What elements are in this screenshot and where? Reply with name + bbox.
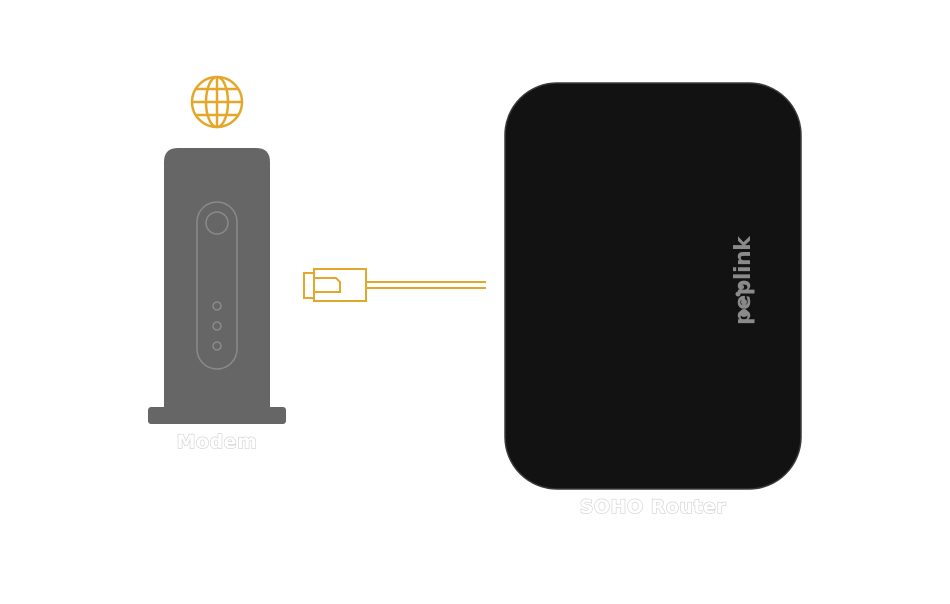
modem-label: Modem: [176, 430, 258, 453]
modem-led-1-icon: [212, 301, 222, 311]
ethernet-cable: [303, 268, 486, 302]
modem-base: [148, 407, 286, 424]
router-brand-text: peplink: [731, 236, 756, 325]
ethernet-rj45-connector-icon: [303, 268, 367, 302]
globe-icon: [190, 75, 244, 129]
modem: [148, 148, 286, 424]
peplink-logo-dots-icon: [735, 285, 748, 317]
router-body: [504, 82, 802, 490]
modem-led-2-icon: [212, 321, 222, 331]
router-label: SOHO Router: [579, 495, 727, 518]
router-brand-logo: peplink: [699, 237, 779, 325]
modem-power-button-icon: [205, 211, 229, 235]
soho-router: [504, 82, 802, 490]
modem-led-3-icon: [212, 341, 222, 351]
modem-body: [164, 148, 270, 410]
modem-front-panel: [196, 201, 238, 370]
